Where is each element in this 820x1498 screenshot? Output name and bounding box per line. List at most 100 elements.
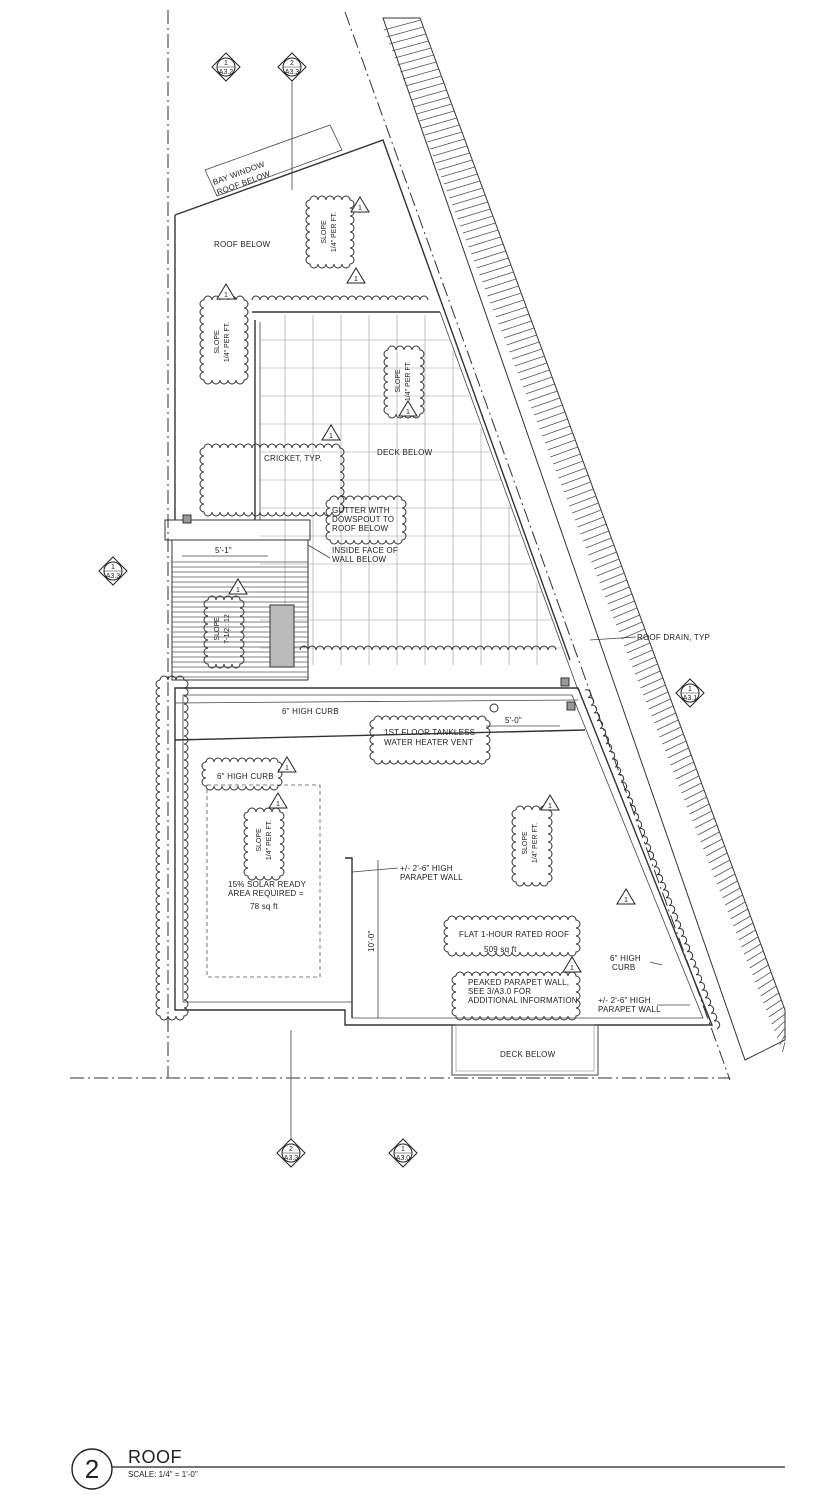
hatch-line bbox=[634, 663, 658, 675]
revision-cloud bbox=[243, 807, 285, 881]
hatch-line bbox=[525, 383, 555, 395]
deck-below-label: DECK BELOW bbox=[377, 448, 433, 457]
revision-cloud bbox=[155, 675, 189, 1021]
hatch-line bbox=[733, 915, 751, 927]
svg-text:A3.2: A3.2 bbox=[219, 69, 234, 76]
svg-text:7-1/2 : 12: 7-1/2 : 12 bbox=[224, 614, 231, 644]
hatch-line bbox=[768, 1006, 785, 1018]
hatch-line bbox=[421, 117, 457, 129]
hatch-line bbox=[405, 75, 442, 87]
svg-text:1: 1 bbox=[401, 1146, 405, 1153]
hatch-line bbox=[539, 418, 568, 430]
section-marker-a3-1-right[interactable]: 1 A3.1 bbox=[675, 678, 705, 708]
hatch-line bbox=[430, 138, 465, 150]
hatch-line bbox=[476, 257, 509, 269]
hatch-line bbox=[714, 866, 733, 878]
hatch-line bbox=[413, 96, 450, 108]
revision-triangle: 1 bbox=[277, 756, 297, 773]
gutter-label-2: DOWSPOUT TO bbox=[332, 515, 394, 524]
vent-label-2: WATER HEATER VENT bbox=[384, 738, 473, 747]
section-marker-a3-2-top[interactable]: 1 A3.2 bbox=[211, 52, 241, 82]
drawing-title: ROOF bbox=[128, 1447, 182, 1467]
svg-text:A3.3: A3.3 bbox=[106, 573, 121, 580]
inside-face-label-1: INSIDE FACE OF bbox=[332, 546, 398, 555]
hatch-line bbox=[683, 789, 705, 801]
solar-label-2: AREA REQUIRED = bbox=[228, 889, 304, 898]
hatch-line bbox=[711, 859, 731, 871]
hatch-line bbox=[419, 110, 455, 122]
hatch-line bbox=[389, 33, 426, 45]
revision-triangle: 1 bbox=[398, 400, 418, 417]
hatch-line bbox=[386, 26, 424, 38]
hatch-line bbox=[454, 201, 488, 213]
cricket-label: CRICKET, TYP. bbox=[264, 454, 322, 463]
hatch-line bbox=[522, 376, 553, 388]
revision-triangle-label: 1 bbox=[548, 803, 552, 810]
hatch-line bbox=[615, 614, 640, 626]
drawing-number: 2 bbox=[85, 1454, 99, 1484]
hatch-line bbox=[719, 880, 738, 892]
roof-below-label: ROOF BELOW bbox=[214, 240, 270, 249]
dimension-5-1: 5'-1" bbox=[215, 546, 232, 555]
hatch-line bbox=[503, 327, 535, 339]
hatch-line bbox=[574, 509, 602, 521]
hatch-line bbox=[588, 544, 615, 556]
svg-text:1: 1 bbox=[688, 686, 692, 693]
svg-text:2: 2 bbox=[289, 1146, 293, 1153]
svg-text:SLOPE: SLOPE bbox=[321, 220, 328, 244]
hatch-line bbox=[566, 488, 594, 500]
hatch-line bbox=[520, 369, 550, 381]
section-marker-a3-3-left[interactable]: 1 A3.3 bbox=[98, 556, 128, 586]
hatch-line bbox=[738, 929, 756, 941]
hatch-line bbox=[629, 649, 653, 661]
hatch-line bbox=[670, 754, 692, 766]
hatch-line bbox=[607, 593, 633, 605]
section-marker-a3-0-bottom[interactable]: 1 A3.0 bbox=[388, 1138, 418, 1168]
revision-cloud bbox=[201, 757, 283, 791]
upper-roof-outline bbox=[174, 124, 579, 691]
hatch-line bbox=[776, 1027, 786, 1039]
gutter-label-3: ROOF BELOW bbox=[332, 524, 388, 533]
hatch-line bbox=[667, 747, 689, 759]
revision-cloud bbox=[325, 495, 407, 545]
section-marker-a3-3-top[interactable]: 2 A3.3 bbox=[277, 52, 307, 82]
hatch-line bbox=[547, 439, 576, 451]
revision-triangle-label: 1 bbox=[236, 587, 240, 594]
dimension-5-0: 5'-0" bbox=[505, 716, 522, 725]
svg-text:1/4" PER FT.: 1/4" PER FT. bbox=[532, 823, 539, 863]
hatch-line bbox=[675, 768, 697, 780]
hatch-line bbox=[481, 271, 514, 283]
section-marker-a3-3-bottom[interactable]: 2 A3.3 bbox=[276, 1138, 306, 1168]
curb-right-label-2: CURB bbox=[612, 963, 635, 972]
hatch-line bbox=[435, 152, 470, 164]
hatch-line bbox=[402, 68, 439, 80]
hatch-line bbox=[730, 908, 749, 920]
parapet-right-label-2: PARAPET WALL bbox=[598, 1005, 661, 1014]
hatch-line bbox=[678, 775, 700, 787]
revision-cloud bbox=[305, 195, 355, 269]
hatch-line bbox=[754, 971, 772, 983]
hatch-line bbox=[569, 495, 597, 507]
hatch-line bbox=[703, 838, 723, 850]
revision-cloud bbox=[369, 715, 491, 765]
deck-below-bottom-label: DECK BELOW bbox=[500, 1050, 556, 1059]
hatch-line bbox=[618, 621, 643, 633]
hatch-line bbox=[700, 831, 720, 843]
hatch-line bbox=[623, 635, 648, 647]
revision-cloud bbox=[251, 295, 429, 301]
hatch-line bbox=[432, 145, 468, 157]
hatch-line bbox=[391, 40, 429, 52]
svg-text:SLOPE: SLOPE bbox=[214, 617, 221, 641]
svg-text:1: 1 bbox=[111, 564, 115, 571]
drawing-scale: SCALE: 1/4" = 1'-0" bbox=[128, 1470, 198, 1479]
hatch-line bbox=[451, 194, 486, 206]
hatch-line bbox=[517, 362, 548, 374]
hatch-line bbox=[604, 586, 630, 598]
hatch-line bbox=[744, 943, 761, 955]
revision-triangle-label: 1 bbox=[570, 965, 574, 972]
hatch-line bbox=[735, 922, 754, 934]
hatch-line bbox=[512, 348, 542, 360]
parapet-label-2: PARAPET WALL bbox=[400, 873, 463, 882]
hatch-line bbox=[484, 278, 517, 290]
